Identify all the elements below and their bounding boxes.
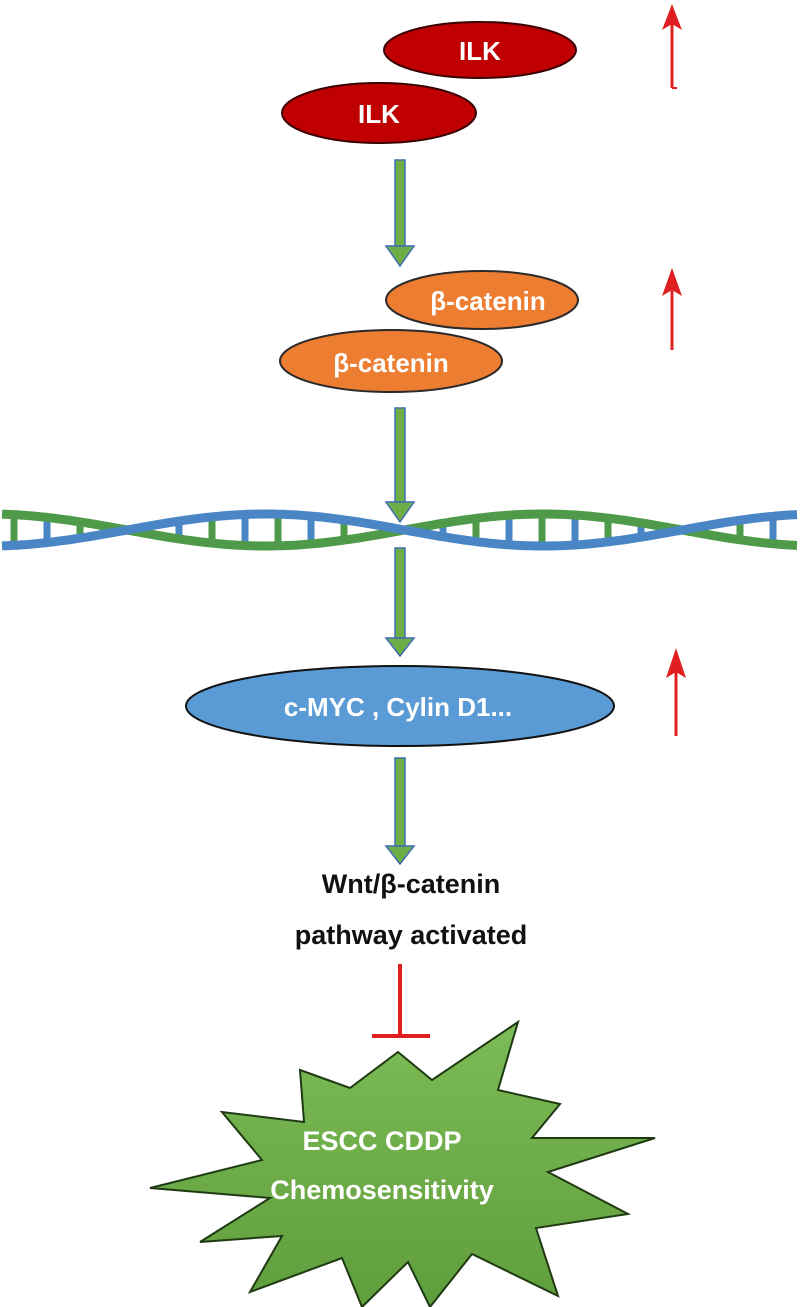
dna-double-helix-icon bbox=[1, 509, 798, 551]
ilk-complex: ILK ILK bbox=[281, 21, 577, 144]
flow-arrow-dna-to-targets bbox=[384, 547, 416, 658]
flow-arrow-targets-to-pathway bbox=[384, 757, 416, 866]
upregulation-arrow-icon bbox=[662, 268, 682, 350]
ilk-label-front: ILK bbox=[358, 99, 400, 129]
flow-arrow-ilk-to-catenin bbox=[384, 159, 416, 268]
flow-arrow-catenin-to-dna bbox=[384, 407, 416, 524]
beta-catenin-node-front bbox=[279, 329, 503, 393]
beta-catenin-label-front: β-catenin bbox=[333, 348, 449, 378]
chemosensitivity-outcome-node: ESCC CDDP Chemosensitivity bbox=[149, 1019, 656, 1307]
target-genes-label: c-MYC , Cylin D1... bbox=[284, 692, 512, 722]
target-genes-node: c-MYC , Cylin D1... bbox=[185, 665, 615, 747]
outcome-line-2: Chemosensitivity bbox=[270, 1175, 494, 1205]
pathway-line-1: Wnt/β-catenin bbox=[322, 869, 500, 899]
beta-catenin-label-back: β-catenin bbox=[430, 286, 546, 316]
beta-catenin-node-back bbox=[385, 270, 579, 330]
ilk-label-back: ILK bbox=[459, 36, 501, 66]
outcome-line-1: ESCC CDDP bbox=[302, 1126, 461, 1156]
pathway-activated-text: Wnt/β-catenin pathway activated bbox=[295, 869, 528, 950]
pathway-line-2: pathway activated bbox=[295, 920, 528, 950]
inhibition-bar-icon bbox=[372, 964, 430, 1038]
beta-catenin-complex: β-catenin β-catenin bbox=[279, 270, 579, 393]
ilk-node-back bbox=[383, 21, 577, 79]
upregulation-arrow-icon bbox=[666, 648, 686, 736]
ilk-node-front bbox=[281, 82, 477, 144]
upregulation-arrow-icon bbox=[662, 4, 682, 89]
